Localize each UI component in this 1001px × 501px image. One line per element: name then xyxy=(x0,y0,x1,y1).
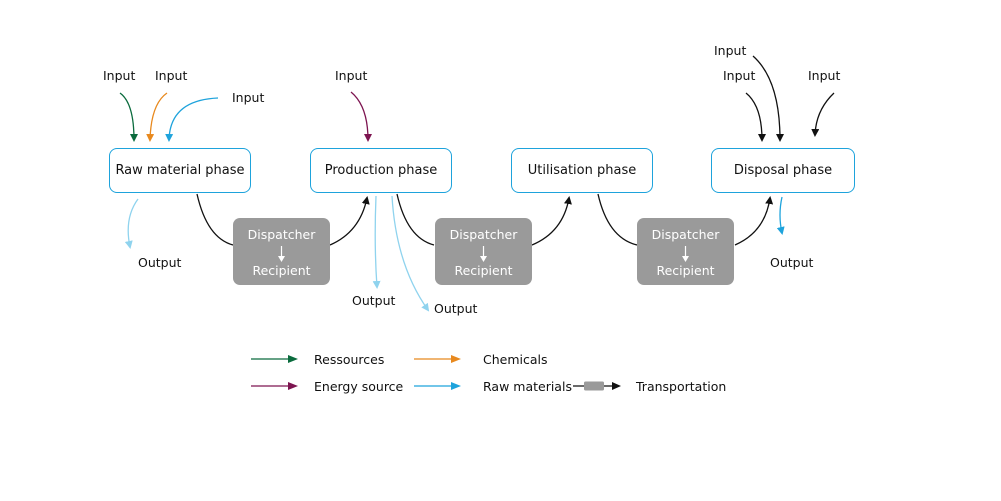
legend-label: Ressources xyxy=(314,351,385,367)
input-label: Input xyxy=(808,68,841,83)
legend-item-ressources: Ressources xyxy=(250,350,384,368)
legend-item-raw-materials: Raw materials xyxy=(413,377,572,395)
connector-transport-to-disposal xyxy=(734,196,774,246)
output-production-2-arrow xyxy=(391,195,430,312)
dispatch-arrow-icon xyxy=(480,246,487,262)
legend-item-energy-source: Energy source xyxy=(250,377,403,395)
recipient-label: Recipient xyxy=(454,263,513,278)
recipient-label: Recipient xyxy=(252,263,311,278)
phase-production: Production phase xyxy=(310,148,452,193)
input-disposal-top-arrow xyxy=(752,55,784,142)
legend-arrow-icon xyxy=(251,382,298,390)
input-energy-source-arrow xyxy=(350,91,372,142)
phase-disposal: Disposal phase xyxy=(711,148,855,193)
output-disposal-arrow xyxy=(776,196,785,235)
input-disposal-left-arrow xyxy=(745,92,766,142)
legend-item-chemicals: Chemicals xyxy=(413,350,548,368)
input-label: Input xyxy=(103,68,136,83)
legend-label: Energy source xyxy=(314,378,404,394)
legend-label: Raw materials xyxy=(483,378,572,394)
legend-item-transportation: Transportation xyxy=(572,377,726,395)
input-label: Input xyxy=(714,43,747,58)
transport-box-2: Dispatcher Recipient xyxy=(435,218,532,285)
input-ressources-arrow xyxy=(119,92,138,142)
transport-box-3: Dispatcher Recipient xyxy=(637,218,734,285)
output-label: Output xyxy=(138,255,182,270)
input-label: Input xyxy=(232,90,265,105)
phase-label: Raw material phase xyxy=(115,163,245,178)
input-chemicals-arrow xyxy=(146,92,168,142)
dispatcher-label: Dispatcher xyxy=(449,227,518,242)
phase-label: Disposal phase xyxy=(733,163,833,178)
legend-arrow-icon xyxy=(251,355,298,363)
recipient-label: Recipient xyxy=(656,263,715,278)
output-label: Output xyxy=(770,255,814,270)
dispatcher-label: Dispatcher xyxy=(651,227,720,242)
input-label: Input xyxy=(723,68,756,83)
input-label: Input xyxy=(155,68,188,83)
phase-raw-material: Raw material phase xyxy=(109,148,251,193)
phase-label: Utilisation phase xyxy=(527,163,637,178)
legend-arrow-icon xyxy=(414,355,461,363)
dispatch-arrow-icon xyxy=(682,246,689,262)
transport-box-1: Dispatcher Recipient xyxy=(233,218,330,285)
connector-production-to-transport xyxy=(396,193,435,246)
legend-transport-icon xyxy=(573,381,621,391)
phase-utilisation: Utilisation phase xyxy=(511,148,653,193)
input-disposal-right-arrow xyxy=(811,92,835,137)
output-label: Output xyxy=(434,301,478,316)
legend-arrow-icon xyxy=(414,382,461,390)
connector-transport-to-production xyxy=(329,196,370,246)
dispatch-arrow-icon xyxy=(278,246,285,262)
dispatcher-label: Dispatcher xyxy=(247,227,316,242)
input-label: Input xyxy=(335,68,368,83)
legend-label: Chemicals xyxy=(483,351,548,367)
legend-label: Transportation xyxy=(636,378,727,394)
phase-label: Production phase xyxy=(324,163,438,178)
connector-utilisation-to-transport xyxy=(597,193,638,246)
connector-transport-to-utilisation xyxy=(531,196,572,246)
output-raw-material-arrow xyxy=(124,198,139,249)
input-raw-materials-arrow xyxy=(165,97,219,142)
connector-raw-to-transport xyxy=(196,193,234,246)
output-production-1-arrow xyxy=(372,195,381,289)
output-label: Output xyxy=(352,293,396,308)
